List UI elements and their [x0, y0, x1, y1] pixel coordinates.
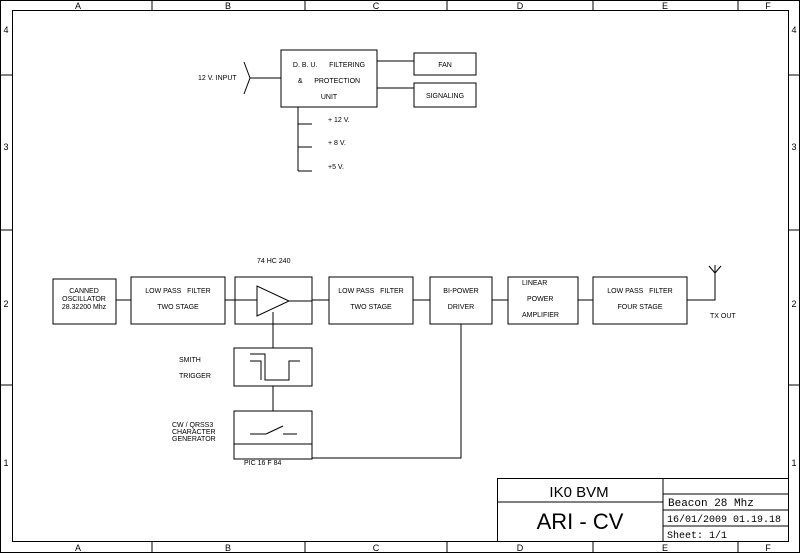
- buffer-amplifier-icon: [256, 285, 291, 317]
- amplifier-line3: AMPLIFIER: [522, 312, 559, 319]
- oscillator-line1: CANNED: [69, 288, 99, 295]
- row-label-2-right: 2: [791, 299, 796, 309]
- lpf1-line1: LOW PASS FILTER: [145, 288, 210, 295]
- col-label-f-bottom: F: [765, 543, 771, 553]
- dbu-box-line2: & PROTECTION: [298, 78, 360, 85]
- row-label-1-right: 1: [791, 458, 796, 468]
- wire-pic-driver: [312, 324, 462, 459]
- title-name: Beacon 28 Mhz: [668, 498, 754, 510]
- col-label-c-bottom: C: [373, 543, 380, 553]
- antenna-icon: [708, 265, 722, 274]
- col-label-b-top: B: [225, 1, 231, 11]
- amplifier-line2: POWER: [527, 296, 553, 303]
- control-section: SMITH TRIGGER CW / QRSS3 CHARACTER GENER…: [172, 312, 462, 467]
- border-labels: A B C D E F A B C D E F 4 3 2 1 4 3 2 1: [3, 1, 796, 553]
- col-label-e-top: E: [662, 1, 668, 11]
- row-label-1-left: 1: [3, 458, 8, 468]
- lpf2-line1: LOW PASS FILTER: [338, 288, 403, 295]
- oscillator-box: [52, 278, 117, 325]
- supply-rails: [297, 107, 312, 172]
- col-label-c-top: C: [373, 1, 380, 11]
- row-label-4-left: 4: [3, 25, 8, 35]
- title-sheet: Sheet: 1/1: [667, 530, 727, 542]
- col-label-e-bottom: E: [662, 543, 668, 553]
- lpf1-box: [130, 276, 226, 325]
- smith-label-1: SMITH: [179, 357, 201, 364]
- title-date: 16/01/2009 01.19.18: [667, 514, 781, 526]
- rail-5v-label: +5 V.: [328, 164, 344, 171]
- buffer-label: 74 HC 240: [257, 258, 291, 265]
- lpf3-box: [592, 276, 688, 325]
- dbu-filtering-box: [280, 49, 378, 108]
- rail-8v-label: + 8 V.: [328, 140, 346, 147]
- switch-icon: [250, 425, 297, 435]
- col-label-a-top: A: [75, 1, 81, 11]
- power-section: 12 V. INPUT D. B. U. FILTERING & PROTECT…: [198, 49, 477, 172]
- input-label: 12 V. INPUT: [198, 75, 237, 82]
- fan-box: [413, 52, 477, 76]
- rail-12v-label: + 12 V.: [328, 117, 350, 124]
- dbu-box-line1: D. B. U. FILTERING: [293, 62, 365, 69]
- wire-lpf3-antenna: [687, 273, 716, 301]
- driver-line1: BI-POWER: [443, 288, 478, 295]
- amplifier-line1: LINEAR: [522, 280, 547, 287]
- lpf1-line2: TWO STAGE: [157, 304, 199, 311]
- lpf3-line2: FOUR STAGE: [618, 304, 663, 311]
- cw-label-1: CW / QRSS3: [172, 422, 213, 429]
- oscillator-line2: OSCILLATOR: [62, 296, 106, 303]
- fan-label: FAN: [438, 62, 452, 69]
- schmitt-waveform-icon: [250, 353, 300, 381]
- schmitt-waveform-icon-2: [250, 360, 262, 380]
- lpf3-line1: LOW PASS FILTER: [607, 288, 672, 295]
- lpf2-line2: TWO STAGE: [350, 304, 392, 311]
- driver-line2: DRIVER: [448, 304, 474, 311]
- col-label-d-top: D: [517, 1, 524, 11]
- smith-label-2: TRIGGER: [179, 373, 211, 380]
- row-label-3-right: 3: [791, 142, 796, 152]
- title-block: IK0 BVM ARI - CV Beacon 28 Mhz 16/01/200…: [497, 478, 789, 542]
- title-org: ARI - CV: [537, 509, 624, 534]
- title-callsign: IK0 BVM: [549, 484, 608, 501]
- row-label-3-left: 3: [3, 142, 8, 152]
- tx-out-label: TX OUT: [710, 313, 736, 320]
- col-label-a-bottom: A: [75, 543, 81, 553]
- row-label-2-left: 2: [3, 299, 8, 309]
- input-connector-icon: [243, 61, 251, 95]
- pic-label: PIC 16 F 84: [244, 460, 281, 467]
- col-label-d-bottom: D: [517, 543, 524, 553]
- col-label-b-bottom: B: [225, 543, 231, 553]
- cw-label-3: GENERATOR: [172, 436, 216, 443]
- cw-generator-box: [233, 410, 313, 460]
- cw-label-2: CHARACTER: [172, 429, 216, 436]
- driver-box: [429, 276, 493, 325]
- signaling-box: [413, 82, 477, 108]
- oscillator-line3: 28.32200 Mhz: [62, 304, 107, 311]
- signaling-label: SIGNALING: [426, 93, 464, 100]
- lpf2-box: [328, 276, 414, 325]
- dbu-box-line3: UNIT: [321, 94, 338, 101]
- row-label-4-right: 4: [791, 25, 796, 35]
- rf-chain: CANNED OSCILLATOR 28.32200 Mhz LOW PASS …: [52, 258, 736, 325]
- col-label-f-top: F: [765, 1, 771, 11]
